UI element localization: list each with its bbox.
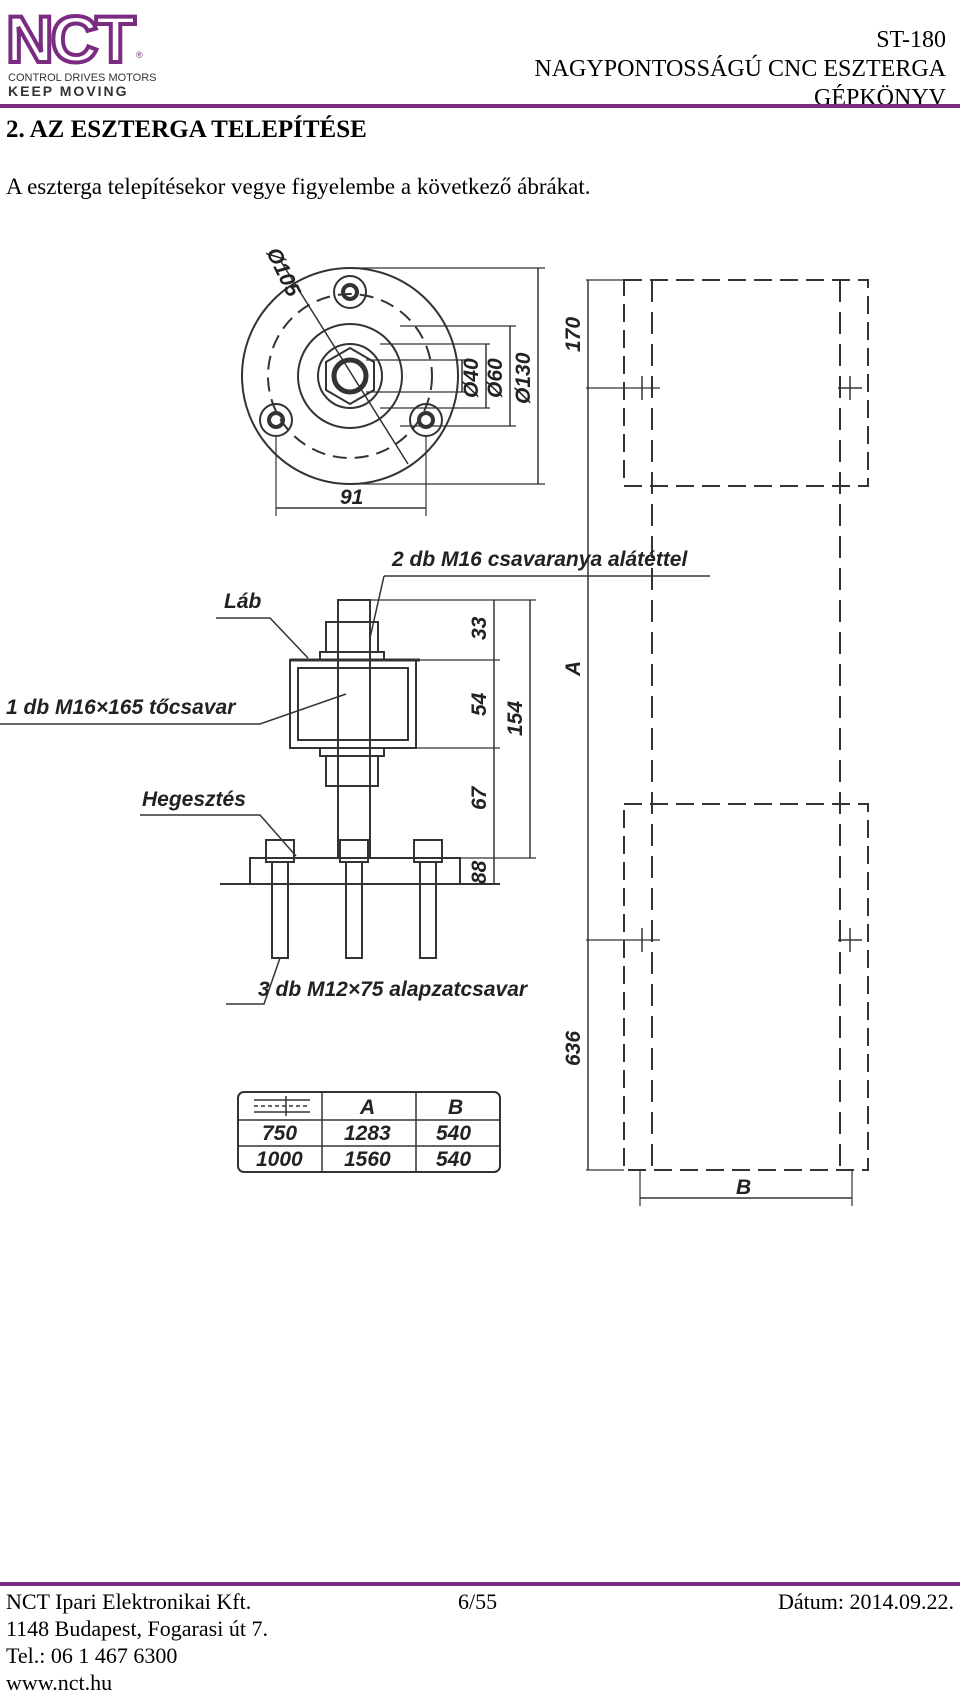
- foot-tube: [289, 659, 417, 749]
- foot-tube-inner: [297, 667, 409, 741]
- footer-company: NCT Ipari Elektronikai Kft.: [6, 1589, 252, 1614]
- footer-website[interactable]: www.nct.hu: [6, 1670, 113, 1695]
- dim-diameter-105: Ø105: [262, 244, 305, 301]
- manual-title: NAGYPONTOSSÁGÚ CNC ESZTERGA: [534, 56, 946, 82]
- footer-address: 1148 Budapest, Fogarasi út 7.: [6, 1616, 268, 1641]
- document-header: ST-180 NAGYPONTOSSÁGÚ CNC ESZTERGA GÉPKÖ…: [534, 26, 946, 113]
- installation-drawing: Ø105 Ø40 Ø60 Ø130 91 2 db M16 csavaranya…: [0, 240, 960, 1310]
- page-footer: NCT Ipari Elektronikai Kft. 6/55 Dátum: …: [6, 1588, 954, 1696]
- lower-nut: [325, 755, 379, 787]
- anchor-bolt-mid: [345, 861, 363, 959]
- size-symbol-icon: [254, 1096, 310, 1116]
- dim-diameter-130: Ø130: [512, 352, 535, 404]
- table-col-A: A: [359, 1096, 375, 1119]
- dim-154: 154: [504, 701, 527, 736]
- section-title: 2. AZ ESZTERGA TELEPÍTÉSE: [6, 116, 367, 143]
- lower-washer: [319, 747, 385, 757]
- footer-divider: [0, 1582, 960, 1586]
- label-stud: 1 db M16×165 tőcsavar: [6, 696, 237, 719]
- center-hole: [331, 357, 369, 395]
- bolt-hole-left: [259, 403, 293, 437]
- label-weld: Hegesztés: [142, 788, 246, 811]
- logo-graphic: NCT ® CONTROL DRIVES MOTORS KEEP MOVING: [4, 0, 157, 99]
- stud-bolt: [337, 599, 371, 859]
- dim-67: 67: [468, 785, 491, 810]
- lower-machine-foot-outline: [623, 803, 869, 1171]
- table-row2-size: 1000: [256, 1148, 303, 1171]
- label-anchor-bolts: 3 db M12×75 alapzatcsavar: [258, 978, 529, 1001]
- flange-hub: [297, 323, 403, 429]
- nct-logo: NCT ® CONTROL DRIVES MOTORS KEEP MOVING: [4, 0, 157, 102]
- intro-paragraph: A eszterga telepítésekor vegye figyelemb…: [6, 174, 591, 199]
- table-col-B: B: [448, 1096, 463, 1119]
- anchor-bolt-right: [419, 861, 437, 959]
- table-row1-size: 750: [262, 1122, 297, 1145]
- dim-diameter-40: Ø40: [460, 358, 483, 398]
- logo-tagline: CONTROL DRIVES MOTORS: [8, 72, 157, 84]
- anchor-bolt-left: [271, 861, 289, 959]
- label-nuts: 2 db M16 csavaranya alátéttel: [391, 548, 688, 571]
- dim-diameter-60: Ø60: [484, 358, 507, 398]
- footer-phone: Tel.: 06 1 467 6300: [6, 1643, 178, 1668]
- manual-subtitle: GÉPKÖNYV: [814, 85, 946, 111]
- center-nut-outer: [317, 343, 383, 409]
- upper-machine-foot-outline: [623, 279, 869, 487]
- dim-170: 170: [562, 317, 585, 352]
- dim-B: B: [736, 1176, 751, 1199]
- dim-54: 54: [468, 692, 491, 716]
- model-number: ST-180: [876, 27, 946, 53]
- table-row1-B: 540: [436, 1122, 471, 1145]
- table-row2-A: 1560: [344, 1148, 391, 1171]
- dim-636: 636: [562, 1031, 585, 1066]
- header-divider: [0, 104, 960, 108]
- dim-33: 33: [468, 616, 491, 640]
- table-row2-B: 540: [436, 1148, 471, 1171]
- logo-slogan: KEEP MOVING: [8, 83, 129, 99]
- logo-wordmark: NCT: [6, 2, 135, 76]
- center-nut-hex: [325, 346, 375, 406]
- footer-date: Dátum: 2014.09.22.: [778, 1589, 954, 1614]
- dim-A: A: [562, 661, 585, 677]
- drawing-svg: Ø105 Ø40 Ø60 Ø130 91 2 db M16 csavaranya…: [0, 244, 869, 1206]
- label-foot: Láb: [224, 590, 262, 613]
- dim-88: 88: [468, 860, 491, 884]
- bolt-hole-top: [333, 275, 367, 309]
- dim-width-91: 91: [340, 486, 363, 509]
- svg-text:®: ®: [136, 50, 143, 60]
- dimension-table: A B 750 1283 540 1000 1560 540: [237, 1091, 501, 1173]
- footer-page-number: 6/55: [458, 1589, 498, 1614]
- flange-bolt-circle: [267, 293, 433, 459]
- table-row1-A: 1283: [344, 1122, 391, 1145]
